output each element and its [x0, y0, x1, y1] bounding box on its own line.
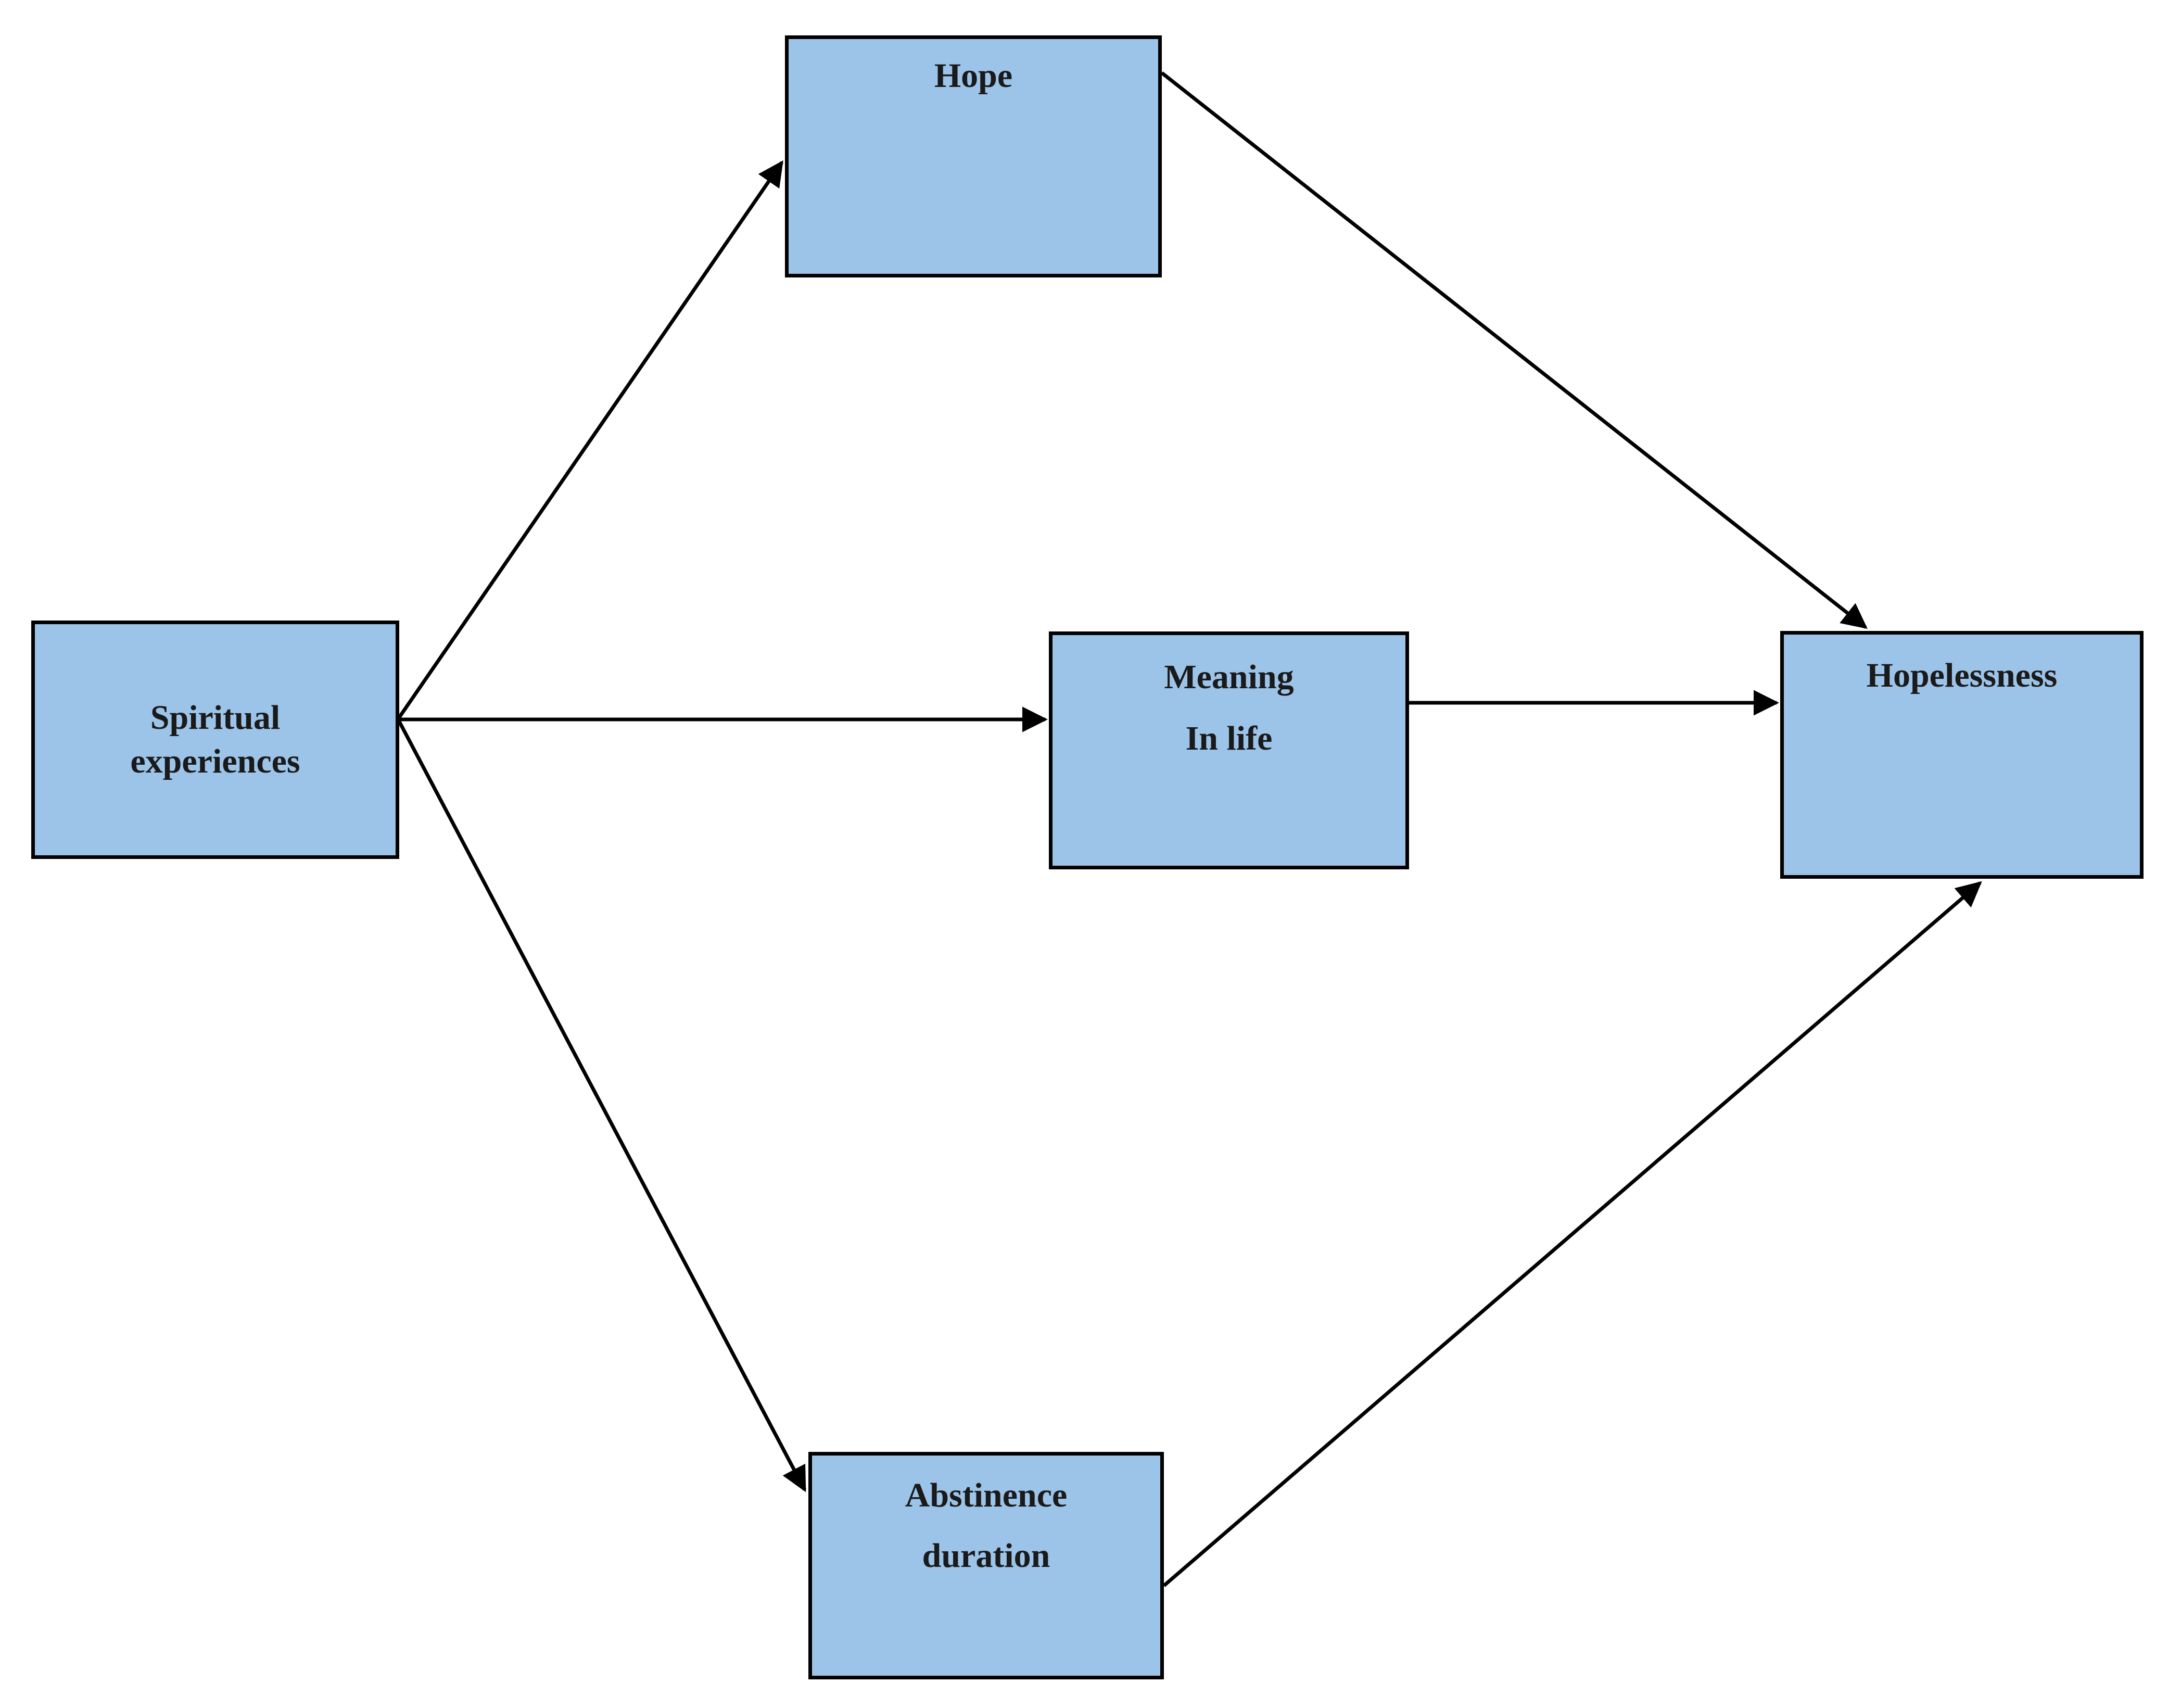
node-abstinence-duration[interactable]: Abstinence duration [808, 1452, 1164, 1679]
node-label-meaning-line1: Meaning [1164, 658, 1294, 696]
node-label-spiritual-line1: Spiritual [150, 699, 281, 737]
node-hope[interactable]: Hope [785, 35, 1162, 277]
node-spiritual-experiences[interactable]: Spiritual experiences [31, 621, 399, 859]
node-label-hopelessness: Hopelessness [1866, 656, 2058, 694]
node-label-abstinence-line2: duration [922, 1537, 1050, 1575]
node-label-abstinence-line1: Abstinence [905, 1476, 1068, 1514]
node-label-hope: Hope [934, 57, 1013, 95]
node-hopelessness[interactable]: Hopelessness [1780, 631, 2144, 879]
edge-spiritual-to-hope [398, 160, 783, 718]
edge-hope-to-hopelessness [1160, 71, 1868, 629]
node-meaning-in-life[interactable]: Meaning In life [1049, 631, 1409, 869]
edge-spiritual-to-abstinence [397, 720, 807, 1492]
edge-abstinence-to-hopelessness [1162, 881, 1982, 1587]
node-label-spiritual-line2: experiences [130, 742, 300, 780]
node-label-meaning-line2: In life [1185, 719, 1273, 757]
